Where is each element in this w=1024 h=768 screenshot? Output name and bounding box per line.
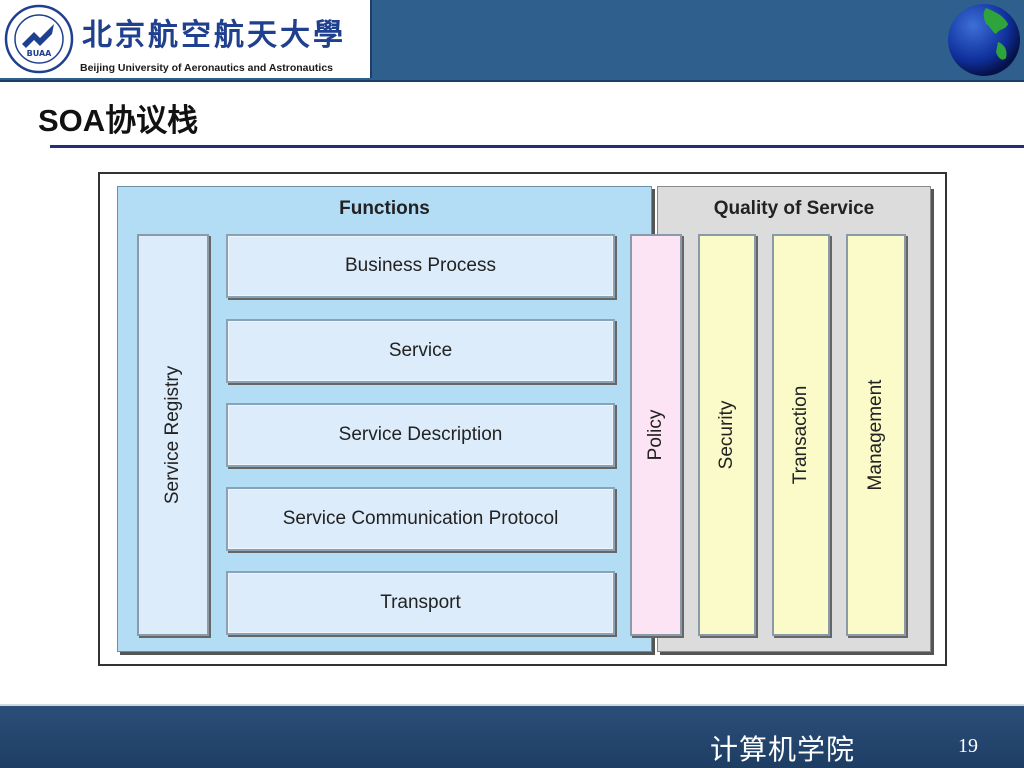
transaction-label: Transaction xyxy=(790,385,811,485)
service-registry-column: Service Registry xyxy=(137,234,209,636)
footer-department: 计算机学院 xyxy=(710,733,856,766)
management-label: Management xyxy=(865,379,886,491)
layer-transport: Transport xyxy=(226,571,615,635)
header-rule xyxy=(0,80,1024,82)
qos-title: Quality of Service xyxy=(713,198,875,219)
university-name-cn: 北京航空航天大學 xyxy=(82,18,346,53)
functions-title: Functions xyxy=(339,198,430,219)
footer-band xyxy=(0,706,1024,768)
transaction-column: Transaction xyxy=(772,234,830,636)
page-number: 19 xyxy=(958,735,978,757)
university-logo: BUAA 北京航空航天大學 Beijing University of Aero… xyxy=(0,0,372,78)
layer-service: Service xyxy=(226,319,615,383)
svg-text:BUAA: BUAA xyxy=(27,49,53,58)
university-name-en: Beijing University of Aeronautics and As… xyxy=(80,62,334,74)
layer-service-description: Service Description xyxy=(226,403,615,467)
title-underline xyxy=(50,145,1024,148)
policy-column: Policy xyxy=(630,234,682,636)
security-column: Security xyxy=(698,234,756,636)
service-registry-label: Service Registry xyxy=(162,365,183,505)
university-seal-icon: BUAA xyxy=(4,4,74,74)
policy-label: Policy xyxy=(645,409,666,461)
management-column: Management xyxy=(846,234,906,636)
layer-business-process: Business Process xyxy=(226,234,615,298)
security-label: Security xyxy=(716,400,737,470)
layer-service-communication-protocol: Service Communication Protocol xyxy=(226,487,615,551)
footer-rule xyxy=(0,704,1024,706)
globe-icon xyxy=(948,4,1020,76)
slide-title: SOA协议栈 xyxy=(38,103,199,138)
